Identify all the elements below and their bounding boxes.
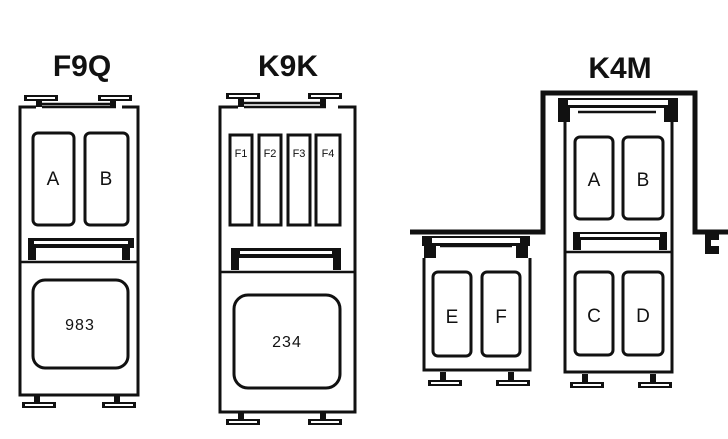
bottom-right-clip	[496, 372, 530, 386]
fuse-f2: F2	[257, 133, 283, 227]
relay-a-label: A	[47, 169, 60, 190]
f9q-title: F9Q	[53, 50, 111, 83]
relay-e-label: E	[446, 307, 459, 328]
f9q-fuse-box: F9Q A B 983	[18, 50, 140, 408]
relay-f	[480, 270, 522, 358]
bottom-left-clip	[428, 372, 462, 386]
mounting-bracket	[410, 90, 728, 235]
k9k-title: K9K	[258, 50, 318, 83]
relay-a	[31, 131, 76, 227]
relay-e	[431, 270, 473, 358]
relay-f-label: F	[495, 307, 507, 328]
relay-b	[83, 131, 130, 227]
fuse-f3: F3	[286, 133, 312, 227]
fuse-f4: F4	[314, 133, 342, 227]
relay-c	[573, 270, 615, 357]
top-left-clip	[226, 93, 260, 107]
bottom-left-clip	[570, 374, 604, 388]
relay-d	[621, 270, 665, 357]
relay-b-label: B	[100, 169, 113, 190]
fuse-f1-label: F1	[235, 148, 248, 160]
block-983	[31, 278, 130, 370]
top-right-clip	[308, 93, 342, 107]
relay-a-label: A	[588, 170, 601, 191]
relay-b-label: B	[637, 170, 650, 191]
relay-c-label: C	[587, 306, 601, 327]
relay-d-label: D	[636, 306, 650, 327]
fuse-f2-label: F2	[264, 148, 277, 160]
k4m-fuse-box: K4M E F A B C D	[410, 52, 728, 388]
relay-b	[621, 135, 665, 221]
relay-a	[573, 135, 615, 221]
block-983-label: 983	[65, 317, 95, 334]
fuse-f3-label: F3	[293, 148, 306, 160]
fuse-f4-label: F4	[322, 148, 335, 160]
k9k-fuse-box: K9K F1 F2 F3 F4 234	[218, 50, 357, 425]
block-234-label: 234	[272, 334, 302, 351]
fuse-f1: F1	[228, 133, 254, 227]
k4m-title: K4M	[588, 52, 651, 85]
bottom-right-clip	[638, 374, 672, 388]
block-234	[232, 293, 342, 390]
